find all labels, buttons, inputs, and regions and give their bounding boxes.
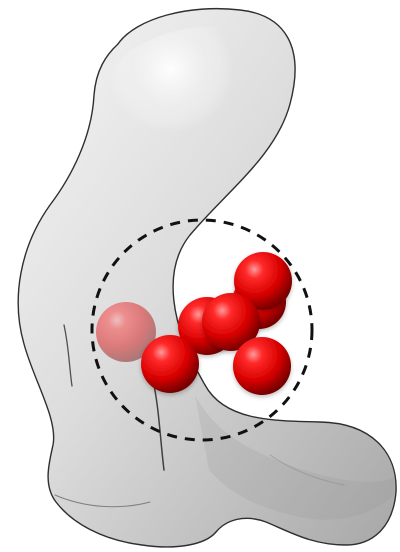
sphere-lower-left xyxy=(141,335,199,393)
sphere-lower-right xyxy=(233,337,291,395)
